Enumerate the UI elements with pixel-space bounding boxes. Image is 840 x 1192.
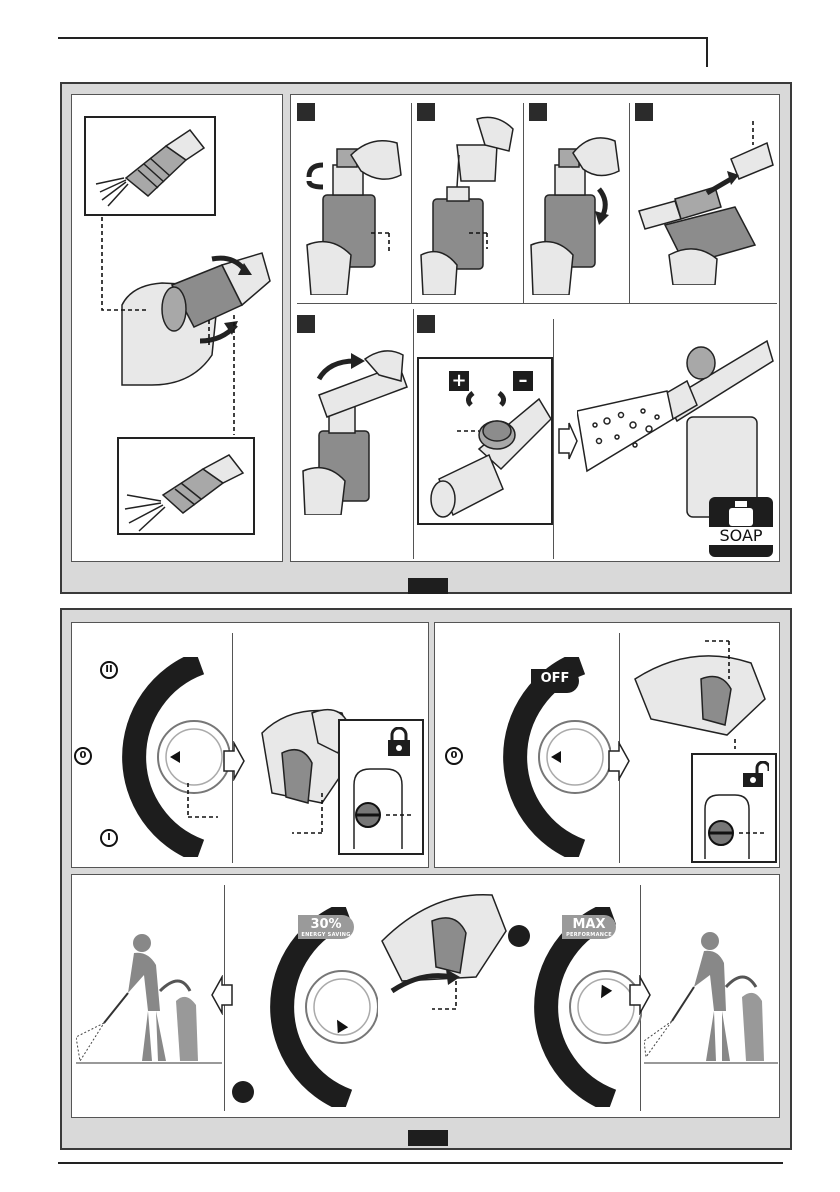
footer-rule xyxy=(58,1162,783,1164)
divider xyxy=(413,309,414,559)
step-marker xyxy=(297,315,315,333)
header-rule xyxy=(58,37,708,39)
mode-dial-arc xyxy=(90,657,230,857)
lock-closed-icon xyxy=(386,727,412,757)
step-unscrew-cap-illustration xyxy=(301,125,407,295)
wide-fan-nozzle-illustration xyxy=(119,439,253,533)
divider xyxy=(523,103,524,303)
next-arrow-icon xyxy=(222,741,246,781)
safety-switch-illustration xyxy=(697,791,771,859)
off-mode-pill: OFF xyxy=(531,669,579,693)
header-rule-end xyxy=(706,37,708,67)
step-marker xyxy=(297,103,315,121)
foam-bottle-panel: + – xyxy=(290,94,780,562)
eco-mode-pill: 30% ENERGY SAVING xyxy=(298,915,354,939)
max-mode-label: MAX xyxy=(562,915,616,932)
divider xyxy=(629,103,630,303)
dial-position-0: 0 xyxy=(445,747,463,765)
step-tighten-lance-illustration xyxy=(299,335,411,515)
figure-1: + – xyxy=(60,82,792,594)
safety-switch-illustration xyxy=(344,765,418,849)
next-arrow-icon xyxy=(557,421,579,461)
soap-badge: SOAP xyxy=(709,497,773,557)
next-arrow-icon xyxy=(607,741,631,781)
wide-fan-inset xyxy=(117,437,255,535)
figure-tab xyxy=(408,1130,448,1146)
divider xyxy=(411,103,412,303)
dial-position-0: 0 xyxy=(74,747,92,765)
off-mode-label: OFF xyxy=(531,669,579,686)
dial-position-1: I xyxy=(100,829,118,847)
max-mode-subtitle: PERFORMANCE xyxy=(562,932,616,938)
soap-bottle-icon xyxy=(727,501,755,527)
foam-spraying-illustration xyxy=(577,321,777,521)
ratio-adjust-inset: + – xyxy=(417,357,553,525)
back-arrow-icon xyxy=(210,975,234,1015)
step-marker xyxy=(529,103,547,121)
divider xyxy=(297,303,777,304)
max-mode-pill: MAX PERFORMANCE xyxy=(562,915,616,939)
lock-open-icon xyxy=(741,761,769,789)
divider xyxy=(553,319,554,559)
figure-tab xyxy=(408,578,448,594)
worker-low-pressure-illustration xyxy=(76,931,222,1071)
gun-trigger-illustration xyxy=(372,881,512,1011)
unlock-panel: 0 OFF xyxy=(434,622,780,868)
step-attach-bottle-illustration xyxy=(635,115,775,285)
step-screw-cap-illustration xyxy=(529,125,625,295)
dashed-pointer xyxy=(182,783,222,823)
unlock-inset xyxy=(691,753,777,863)
eco-mode-subtitle: ENERGY SAVING xyxy=(298,932,354,938)
step-fill-detergent-illustration xyxy=(417,115,521,295)
worker-high-pressure-illustration xyxy=(644,931,778,1071)
soap-label: SOAP xyxy=(709,527,773,545)
figure-2: II 0 I xyxy=(60,608,792,1150)
lock-inset xyxy=(338,719,424,855)
gun-grip-illustration xyxy=(631,639,771,749)
lock-panel: II 0 I xyxy=(71,622,429,868)
step-marker xyxy=(417,315,435,333)
ratio-knob-illustration xyxy=(419,359,551,523)
eco-mode-percent: 30% xyxy=(298,915,354,932)
mode-switch-panel: 30% ENERGY SAVING MAX PERFORMANCE xyxy=(71,874,780,1118)
step-dot xyxy=(232,1081,254,1103)
dial-position-2: II xyxy=(100,661,118,679)
nozzle-adjust-panel xyxy=(71,94,283,562)
